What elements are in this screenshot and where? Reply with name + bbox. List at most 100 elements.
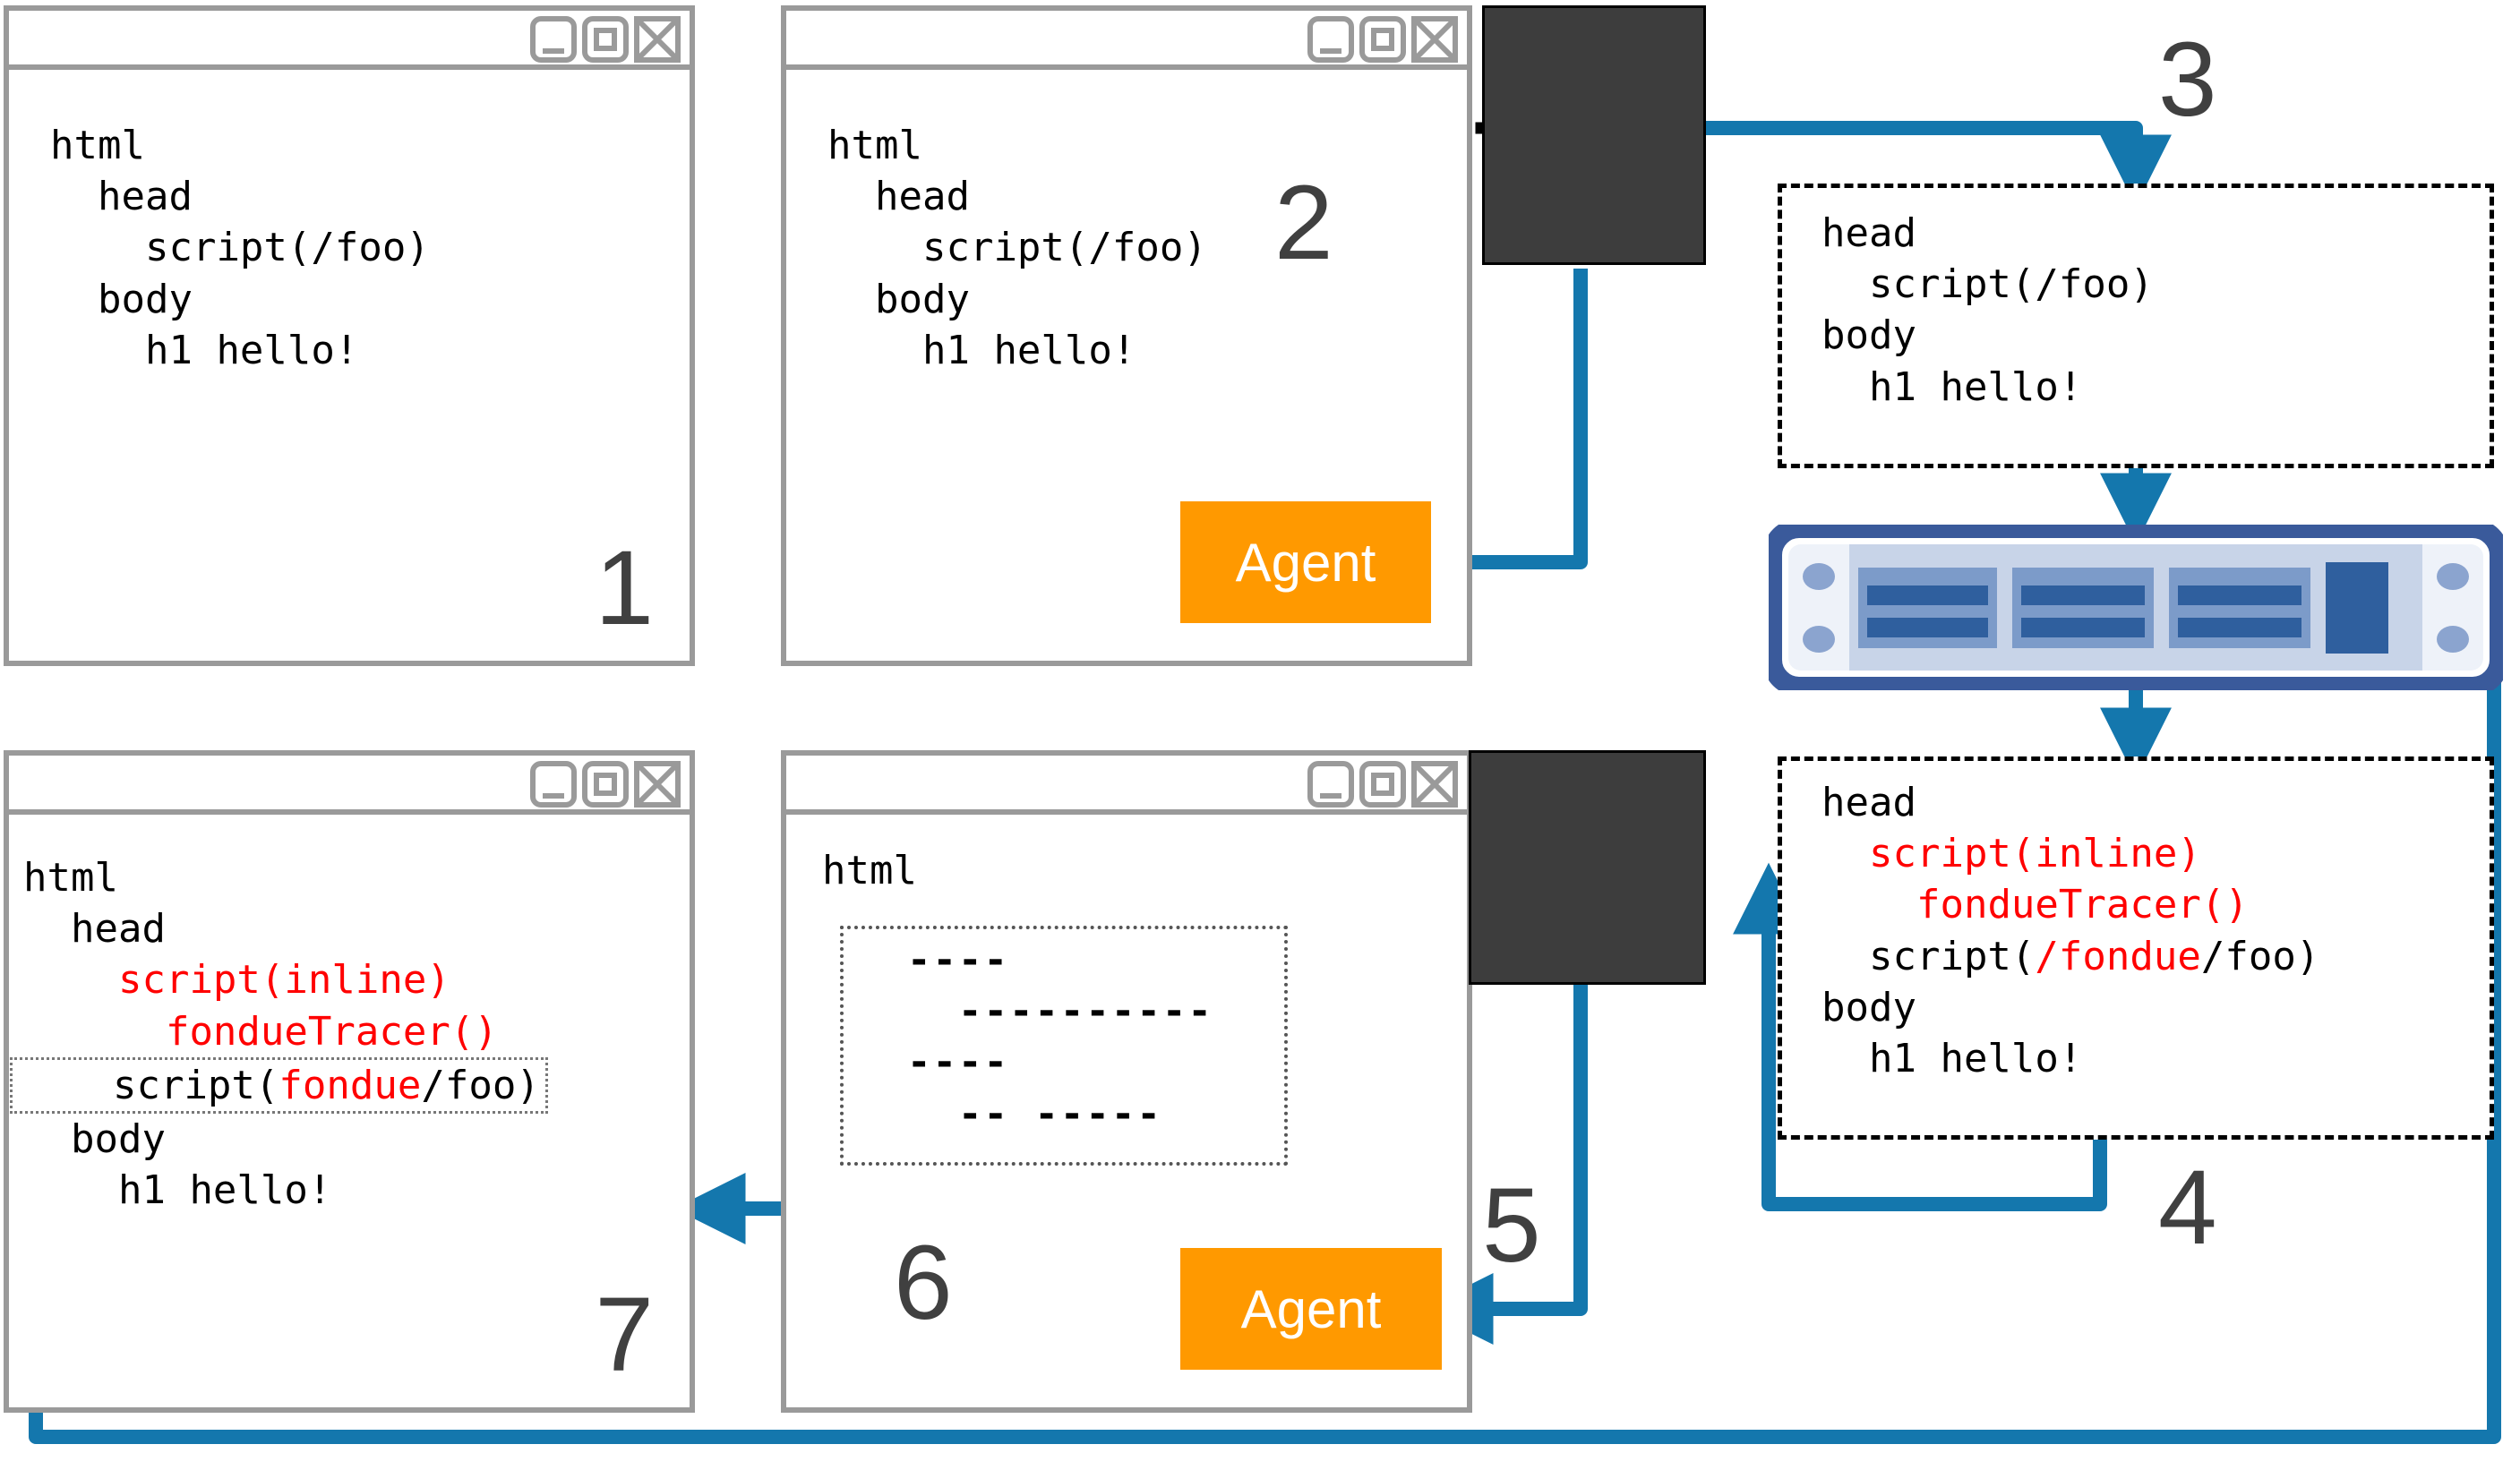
code-token: script( xyxy=(112,1062,279,1108)
code-token-highlight: script(inline) xyxy=(1868,831,2201,877)
code-token-highlight: script(inline) xyxy=(117,957,450,1004)
titlebar-6 xyxy=(786,756,1467,815)
step-number-4: 4 xyxy=(2158,1149,2217,1267)
code-token: head xyxy=(1821,780,1916,825)
code-token: script(/foo) xyxy=(921,225,1207,271)
code-block-panel7: html head script(inline) fondueTracer() … xyxy=(10,852,548,1216)
code-line: head xyxy=(1816,208,1922,259)
code-token: h1 hello! xyxy=(1868,363,2083,410)
code-token: head xyxy=(874,174,970,220)
code-token: html xyxy=(23,855,118,901)
code-token: body xyxy=(1821,984,1916,1030)
code-block-panel1: html head script(/foo) body h1 hello! xyxy=(45,120,435,376)
code-token: script( xyxy=(1868,933,2036,979)
code-line: html xyxy=(18,852,124,903)
maximize-icon[interactable] xyxy=(1359,761,1406,808)
agent-label: Agent xyxy=(1240,1278,1382,1339)
maximize-icon[interactable] xyxy=(582,16,629,63)
code-line: fondueTracer() xyxy=(18,1006,503,1057)
code-line: h1 hello! xyxy=(18,1165,337,1216)
code-line: h1 hello! xyxy=(822,325,1141,376)
code-token: h1 hello! xyxy=(117,1167,332,1214)
code-line-highlighted: script(fondue/foo) xyxy=(10,1056,548,1114)
code-pane-3: head script(/foo)body h1 hello! xyxy=(1778,184,2494,468)
code-line: script(/foo) xyxy=(822,222,1213,273)
window-controls-6[interactable] xyxy=(1307,761,1458,808)
code-token-highlight: /fondue xyxy=(2035,933,2201,979)
code-line: head xyxy=(45,171,198,222)
code-token: /foo) xyxy=(421,1062,540,1108)
code-token: /foo) xyxy=(2200,933,2320,979)
step-number-3: 3 xyxy=(2158,21,2217,139)
code-token: body xyxy=(1821,312,1916,359)
minimize-icon[interactable] xyxy=(1307,16,1354,63)
minimize-icon[interactable] xyxy=(530,761,577,808)
wire-step3 xyxy=(1706,121,2172,207)
code-block-panel4: head script(inline) fondueTracer() scrip… xyxy=(1816,777,2325,1084)
code-block-panel3: head script(/foo)body h1 hello! xyxy=(1816,208,2159,413)
maximize-icon[interactable] xyxy=(582,761,629,808)
code-line: body xyxy=(822,274,975,325)
code-line: fondueTracer() xyxy=(1816,879,2254,930)
code-line: body xyxy=(18,1114,171,1165)
code-line: head xyxy=(1816,777,1922,828)
code-token: script(/foo) xyxy=(144,225,430,271)
code-block-panel6-header: html xyxy=(822,848,917,893)
code-token: body xyxy=(70,1115,166,1162)
code-line: html xyxy=(45,120,150,171)
server-rack-icon xyxy=(1762,518,2509,697)
minimize-icon[interactable] xyxy=(1307,761,1354,808)
agent-label: Agent xyxy=(1235,532,1376,593)
opaque-box-top xyxy=(1482,5,1706,265)
step-number-6: 6 xyxy=(894,1224,953,1342)
window-controls-2[interactable] xyxy=(1307,16,1458,63)
code-line: script(/fondue/foo) xyxy=(1816,931,2325,982)
browser-window-1[interactable]: html head script(/foo) body h1 hello! 1 xyxy=(4,5,695,666)
code-line: script(inline) xyxy=(1816,828,2207,879)
redacted-line: -- ----- xyxy=(856,1090,1162,1137)
code-token: html xyxy=(827,123,922,168)
redacted-region-panel6: ---- ---------- ---- -- ----- xyxy=(840,926,1288,1166)
step-number-2: 2 xyxy=(1274,164,1333,282)
code-token: h1 hello! xyxy=(1868,1035,2083,1081)
code-line: body xyxy=(1816,982,1922,1033)
redacted-line: ---- xyxy=(856,937,1009,983)
code-line: body xyxy=(45,274,198,325)
close-icon[interactable] xyxy=(634,16,681,63)
code-line: body xyxy=(1816,310,1922,361)
titlebar-2 xyxy=(786,11,1467,70)
code-token: head xyxy=(1821,210,1916,256)
maximize-icon[interactable] xyxy=(1359,16,1406,63)
code-line: h1 hello! xyxy=(1816,362,2087,413)
step-number-5: 5 xyxy=(1482,1167,1541,1285)
opaque-box-bottom xyxy=(1469,750,1706,985)
agent-box-top[interactable]: Agent xyxy=(1180,501,1431,623)
code-token: head xyxy=(70,906,166,953)
code-line: h1 hello! xyxy=(45,325,364,376)
code-token: html xyxy=(50,123,145,168)
code-token: body xyxy=(874,276,970,322)
close-icon[interactable] xyxy=(1411,761,1458,808)
step-number-7: 7 xyxy=(595,1276,654,1394)
code-line: html xyxy=(822,120,928,171)
window-controls-1[interactable] xyxy=(530,16,681,63)
code-token: head xyxy=(97,174,193,220)
close-icon[interactable] xyxy=(1411,16,1458,63)
browser-window-7[interactable]: html head script(inline) fondueTracer() … xyxy=(4,750,695,1413)
code-token: body xyxy=(97,276,193,322)
agent-box-bottom[interactable]: Agent xyxy=(1180,1248,1442,1370)
code-line: h1 hello! xyxy=(1816,1033,2087,1084)
code-token-highlight: fondueTracer() xyxy=(1916,882,2249,928)
code-token: h1 hello! xyxy=(144,327,359,373)
code-pane-4: head script(inline) fondueTracer() scrip… xyxy=(1778,756,2494,1140)
code-line: head xyxy=(18,903,171,954)
code-line: head xyxy=(822,171,975,222)
code-token-highlight: fondue xyxy=(279,1062,422,1108)
redacted-line: ---- xyxy=(856,1039,1009,1086)
code-block-panel2: html head script(/foo) body h1 hello! xyxy=(822,120,1213,376)
window-controls-7[interactable] xyxy=(530,761,681,808)
minimize-icon[interactable] xyxy=(530,16,577,63)
close-icon[interactable] xyxy=(634,761,681,808)
code-token: h1 hello! xyxy=(921,327,1136,373)
